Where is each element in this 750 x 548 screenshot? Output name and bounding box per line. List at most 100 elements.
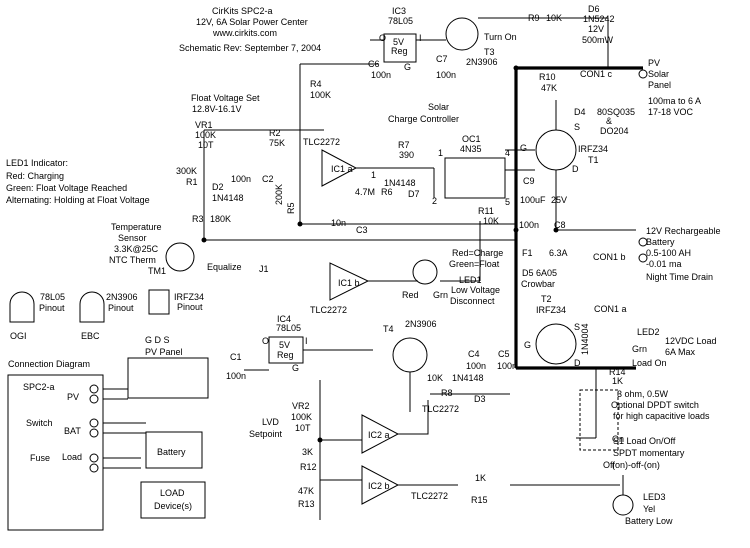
ic2a-part: TLC2272	[422, 404, 459, 414]
c4-ref: C4	[468, 349, 480, 359]
r10-value: 47K	[541, 83, 557, 93]
c4-value: 100n	[466, 361, 486, 371]
ic2b-label: IC2 b	[368, 481, 390, 491]
equalize-label: Equalize	[207, 262, 242, 272]
d6-voltage: 12V	[588, 24, 604, 34]
led1-red: Red	[402, 290, 419, 300]
ic3-pin-i: I	[419, 33, 422, 43]
j1-ref: J1	[259, 264, 269, 274]
night-drain: Night Time Drain	[646, 272, 713, 282]
d2-ref: D2	[212, 182, 224, 192]
tm1-ref: TM1	[148, 266, 166, 276]
led1-legend: LED1 Indicator: Red: Charging Green: Flo…	[6, 158, 150, 205]
ic3-pin-g: G	[404, 62, 411, 72]
r12-ref: R12	[300, 462, 317, 472]
d4-amp: &	[606, 116, 612, 126]
led2-ref: LED2	[637, 327, 660, 337]
schematic-header: CirKits SPC2-a 12V, 6A Solar Power Cente…	[179, 6, 321, 53]
turn-on-label: Turn On	[484, 32, 517, 42]
header-revision: Schematic Rev: September 7, 2004	[179, 43, 321, 53]
lvd-label1: Low Voltage	[451, 285, 500, 295]
charge-controller-label: Solar Charge Controller	[388, 102, 459, 124]
temp-label3: 3.3K@25C	[114, 244, 159, 254]
float-voltage-set: R4 100K Float Voltage Set 12.8V-16.1V VR…	[176, 79, 331, 214]
header-url: www.cirkits.com	[212, 28, 277, 38]
d6-part: 1N5242	[583, 14, 615, 24]
r8-value: 10K	[427, 373, 443, 383]
t2-drain: D	[574, 358, 581, 368]
c8-ref: C8	[554, 220, 566, 230]
ic3-part: 78L05	[388, 16, 413, 26]
float-range: 12.8V-16.1V	[192, 104, 242, 114]
connection-load: Load	[62, 452, 82, 462]
led2-color: Grn	[632, 344, 647, 354]
r5-ref: R5	[286, 202, 296, 214]
lvd-setpoint2: Setpoint	[249, 429, 283, 439]
c8-value: 100n	[519, 220, 539, 230]
temperature-sensor: Temperature Sensor 3.3K@25C NTC Therm TM…	[109, 214, 269, 276]
ic2b-part: TLC2272	[411, 491, 448, 501]
pinout2-pins: EBC	[81, 331, 100, 341]
t2-source: S	[574, 322, 580, 332]
battery-connector: 12V Rechargeable Battery 0.5-100 AH -0.0…	[521, 226, 721, 289]
c3-value: 10n	[331, 218, 346, 228]
t4-ref: T4	[383, 324, 394, 334]
capacitive-label: for high capacitive loads	[613, 411, 710, 421]
ic4-part: 78L05	[276, 323, 301, 333]
ic2-lvd-comparator: VR2 100K 10T LVD Setpoint 3K R12 47K R13…	[249, 401, 488, 509]
vr1-ref: VR1	[195, 120, 213, 130]
d6-power: 500mW	[582, 35, 614, 45]
r15-value: 1K	[475, 473, 486, 483]
pv-panel: Panel	[648, 80, 671, 90]
r10-ref: R10	[539, 72, 556, 82]
low-voltage-disconnect: Low Voltage Disconnect T4 2N3906 C4 100n…	[383, 285, 517, 404]
d3-part: 1N4148	[452, 373, 484, 383]
lvd-setpoint1: LVD	[262, 417, 279, 427]
r13-value: 47K	[298, 486, 314, 496]
r15-ref: R15	[471, 495, 488, 505]
vr2-ref: VR2	[292, 401, 310, 411]
r3-ref: R3	[192, 214, 204, 224]
ic1b-led-driver: IC1 b TLC2272 Red=Charge Green=Float LED…	[310, 248, 503, 315]
connection-battery: Battery	[157, 447, 186, 457]
led3-color: Yel	[643, 504, 655, 514]
dpdt-label: Optional DPDT switch	[611, 400, 699, 410]
c2-ref: C2	[262, 174, 274, 184]
c9-value: 100uF	[520, 195, 546, 205]
pinout3-part: IRFZ34	[174, 292, 204, 302]
d7-part: 1N4148	[384, 178, 416, 188]
con1c-label: CON1 c	[580, 69, 613, 79]
c7-value: 100n	[436, 70, 456, 80]
led3-battery-low: LED3 Yel Battery Low	[612, 492, 673, 526]
d1-part: 1N4004	[580, 323, 590, 355]
r13-ref: R13	[298, 499, 315, 509]
t1-drain: D	[572, 164, 579, 174]
r6-ref: R6	[381, 187, 393, 197]
vr2-turns: 10T	[295, 423, 311, 433]
f1-value: 6.3A	[549, 248, 568, 258]
pinout2-label: Pinout	[108, 303, 134, 313]
ic4-pin-g: G	[292, 363, 299, 373]
connection-bat: BAT	[64, 426, 81, 436]
c3-ref: C3	[356, 225, 368, 235]
r6-value: 4.7M	[355, 187, 375, 197]
header-title: CirKits SPC2-a	[212, 6, 273, 16]
t3-part: 2N3906	[466, 57, 498, 67]
load-on-label: Load On	[632, 358, 667, 368]
oc1-pin2: 2	[432, 196, 437, 206]
connection-fuse: Fuse	[30, 453, 50, 463]
s1-action: (on)-off-(on)	[612, 460, 660, 470]
ic1a-label: IC1 a	[331, 164, 353, 174]
oc1-part: 4N35	[460, 144, 482, 154]
t1-source: S	[574, 122, 580, 132]
ic4-box-text: 5V	[279, 340, 290, 350]
ic1a-opamp: IC1 a TLC2272 4.7M R6 10n C3 1	[303, 137, 393, 235]
r14-value: 1K	[612, 376, 623, 386]
s1-type: SPDT momentary	[613, 448, 685, 458]
vr2-value: 100K	[291, 412, 312, 422]
pinout1-label: Pinout	[39, 303, 65, 313]
r7-value: 390	[399, 150, 414, 160]
c7-ref: C7	[436, 54, 448, 64]
ic1-part: TLC2272	[303, 137, 340, 147]
